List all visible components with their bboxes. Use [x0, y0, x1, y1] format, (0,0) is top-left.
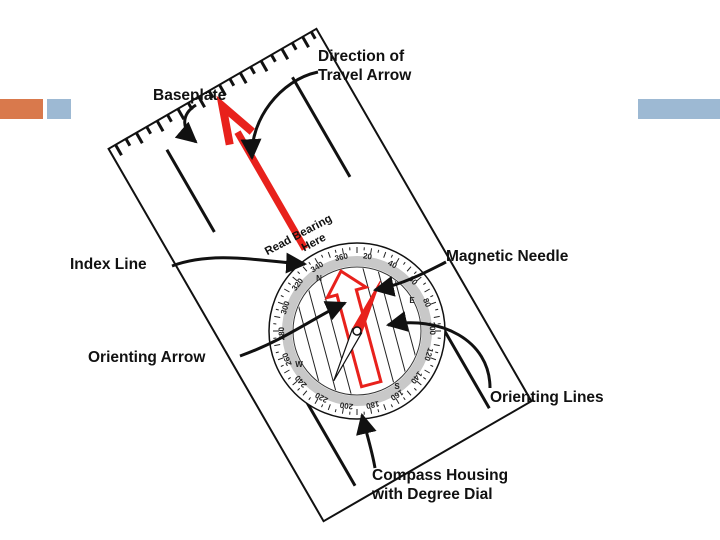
- dial-tick: [416, 380, 422, 386]
- label-baseplate: Baseplate: [153, 87, 227, 104]
- dial-tick: [277, 301, 284, 305]
- dial-tick: [423, 377, 427, 380]
- label-housing-line2: with Degree Dial: [371, 486, 493, 503]
- label-orienting-arrow: Orienting Arrow: [88, 349, 206, 366]
- dial-tick: [341, 407, 344, 414]
- dial-tick: [284, 369, 290, 374]
- leader-arrows: [171, 70, 492, 469]
- dial-tick: [416, 276, 422, 282]
- dial-tick: [274, 344, 281, 347]
- cardinal-west: W: [295, 360, 303, 369]
- degree-label: 360: [334, 251, 349, 263]
- leader-housing: [356, 412, 377, 469]
- dial-tick: [292, 380, 298, 386]
- dial-tick: [275, 351, 279, 354]
- dial-tick: [370, 407, 373, 414]
- decor-bar-blue-right: [638, 99, 720, 119]
- leader-baseplate: [174, 103, 198, 144]
- decor-bar-orange: [0, 99, 43, 119]
- dial-tick: [341, 248, 344, 255]
- dial-tick: [413, 271, 417, 275]
- dial-tick: [430, 357, 437, 361]
- dial-tick: [433, 344, 440, 347]
- degree-label: 100: [428, 322, 437, 336]
- dial-tick: [334, 249, 337, 253]
- dial-tick: [297, 387, 301, 391]
- dial-tick: [383, 404, 387, 411]
- dial-tick: [314, 398, 319, 404]
- dial-tick: [395, 398, 400, 404]
- dial-tick: [433, 315, 440, 318]
- dial-tick: [403, 397, 406, 401]
- leader-orienting-lines: [385, 311, 492, 389]
- dial-tick: [406, 266, 412, 272]
- dial-tick: [334, 409, 337, 413]
- dial-tick: [424, 369, 430, 374]
- label-housing-line1: Compass Housing: [372, 467, 508, 484]
- degree-label: 20: [362, 251, 373, 261]
- compass-housing: 2040608010012014016018020022024026028030…: [268, 242, 446, 420]
- label-direction-line2: Travel Arrow: [318, 67, 412, 84]
- ruler-ticks: [114, 31, 317, 156]
- degree-label: 200: [339, 400, 354, 411]
- dial-tick: [327, 404, 331, 411]
- degree-label: 180: [365, 399, 380, 411]
- dial-tick: [274, 315, 281, 318]
- leader-direction: [240, 70, 319, 161]
- cardinal-north: N: [316, 274, 322, 283]
- dial-tick: [284, 288, 290, 293]
- dial-tick: [280, 364, 284, 367]
- dial-tick: [403, 261, 406, 265]
- dial-tick: [435, 308, 439, 311]
- dial-tick: [406, 390, 412, 396]
- degree-label: 120: [422, 347, 435, 363]
- dial-tick: [413, 387, 417, 391]
- dial-tick: [430, 364, 434, 367]
- leader-orienting-arrow: [239, 301, 347, 358]
- dial-tick: [327, 251, 331, 258]
- dial-tick: [277, 357, 284, 361]
- dial-tick: [423, 282, 427, 285]
- dial-tick: [308, 397, 311, 401]
- label-orienting-lines: Orienting Lines: [490, 389, 604, 406]
- dial-tick: [390, 254, 393, 258]
- dial-tick: [292, 276, 298, 282]
- dial-ticks: [273, 247, 441, 415]
- label-direction-line1: Direction of: [318, 48, 405, 65]
- leader-magnetic-needle: [372, 260, 447, 297]
- dial-tick: [377, 409, 380, 413]
- dial-tick: [370, 248, 373, 255]
- degree-label: 300: [279, 299, 292, 315]
- decor-bar-blue-left: [47, 99, 71, 119]
- label-index-line: Index Line: [70, 256, 147, 273]
- dial-tick: [287, 282, 291, 285]
- dial-tick: [430, 301, 437, 305]
- dial-tick: [321, 254, 324, 258]
- dial-tick: [321, 404, 324, 408]
- dial-tick: [308, 261, 311, 265]
- cardinal-east: E: [409, 296, 415, 305]
- dial-tick: [287, 377, 291, 380]
- dial-tick: [430, 295, 434, 298]
- orienting-arrow: [324, 268, 383, 389]
- degree-label: 80: [421, 297, 433, 309]
- dial-tick: [280, 295, 284, 298]
- dial-tick: [383, 251, 387, 258]
- label-magnetic-needle: Magnetic Needle: [446, 248, 569, 265]
- dial-tick: [302, 390, 308, 396]
- dial-tick: [395, 258, 400, 264]
- dial-tick: [424, 288, 430, 293]
- dial-tick: [275, 308, 279, 311]
- degree-label: 280: [277, 326, 286, 340]
- leader-index-line: [171, 252, 308, 274]
- dial-tick: [390, 404, 393, 408]
- dial-tick: [435, 351, 439, 354]
- dial-tick: [314, 258, 319, 264]
- cardinal-south: S: [394, 382, 400, 391]
- dial-tick: [377, 249, 380, 253]
